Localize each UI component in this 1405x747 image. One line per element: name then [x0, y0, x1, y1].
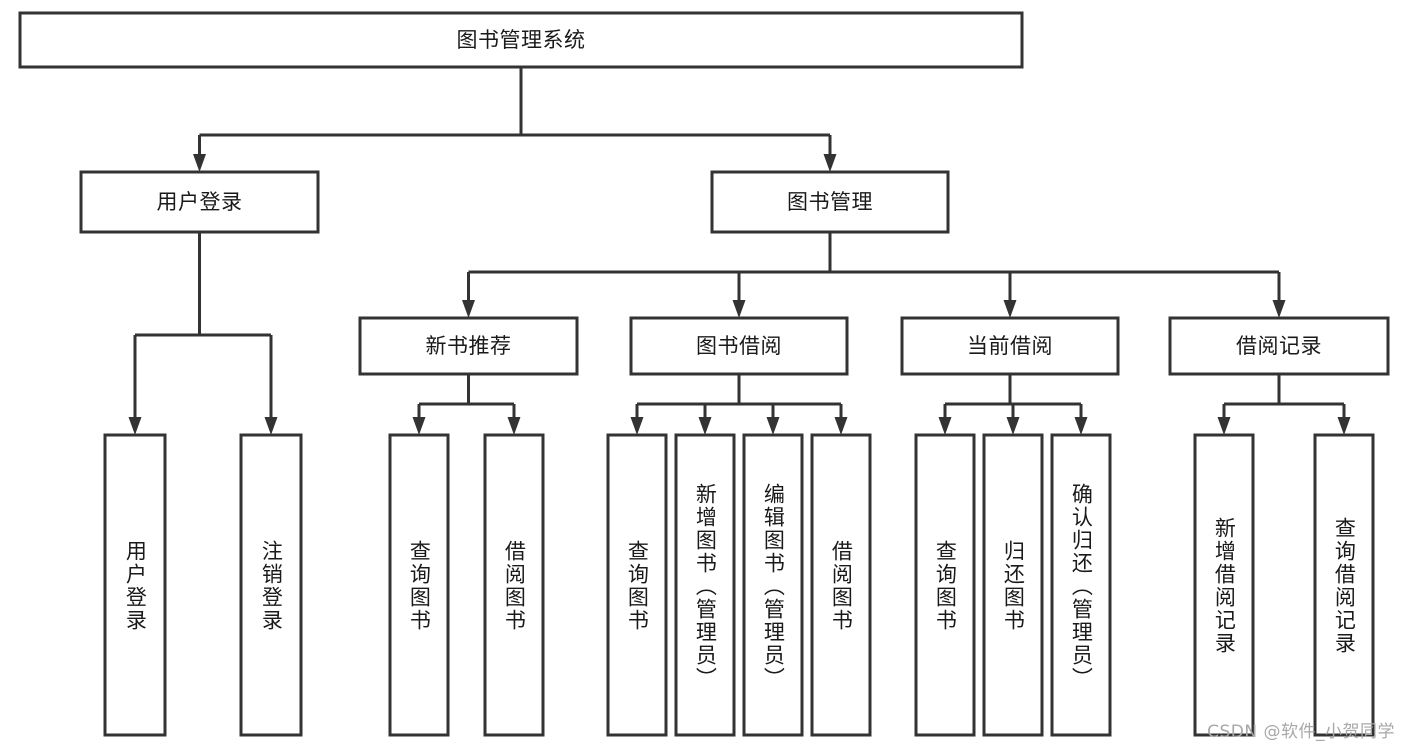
conn-user-login-arrow-0: [128, 417, 142, 435]
conn-new-book-recommend-arrow-0: [412, 417, 426, 435]
conn-borrow-record-arrow-1: [1337, 417, 1351, 435]
conn-book-manage-arrow-1: [732, 300, 746, 318]
node-box-root[interactable]: [18, 11, 1024, 69]
conn-book-manage-arrow-0: [462, 300, 475, 318]
leaf-box-leaf-confirm-return[interactable]: [1050, 433, 1112, 737]
node-box-borrow-record[interactable]: [1168, 316, 1390, 376]
conn-book-manage-arrow-2: [1003, 300, 1017, 318]
conn-book-borrow-arrow-2: [766, 417, 780, 435]
node-label-borrow-record: 借阅记录: [1236, 334, 1322, 358]
conn-root-arrow-1: [823, 154, 837, 172]
node-label-book-borrow: 图书借阅: [696, 334, 782, 358]
conn-book-borrow-arrow-0: [630, 417, 644, 435]
leaf-box-leaf-edit-book[interactable]: [742, 433, 804, 737]
node-box-user-login[interactable]: [79, 170, 320, 234]
node-label-current-borrow: 当前借阅: [967, 334, 1053, 358]
conn-book-borrow-arrow-3: [834, 417, 848, 435]
leaf-box-leaf-user-login[interactable]: [103, 433, 167, 737]
conn-new-book-recommend-arrow-1: [507, 417, 521, 435]
conn-current-borrow-arrow-0: [938, 417, 952, 435]
watermark-text: CSDN @软件_小贺同学: [1207, 722, 1395, 742]
leaf-box-leaf-borrow-book-1[interactable]: [483, 433, 545, 737]
conn-root-arrow-0: [193, 154, 206, 172]
node-box-book-borrow[interactable]: [629, 316, 849, 376]
node-label-book-manage: 图书管理: [787, 190, 873, 214]
node-label-user-login: 用户登录: [157, 190, 243, 214]
leaf-box-leaf-query-book-2[interactable]: [606, 433, 668, 737]
node-box-current-borrow[interactable]: [900, 316, 1120, 376]
node-label-new-book-recommend: 新书推荐: [426, 334, 512, 358]
conn-book-borrow-arrow-1: [698, 417, 712, 435]
conn-user-login-arrow-1: [264, 417, 278, 435]
node-label-root: 图书管理系统: [457, 28, 586, 52]
leaf-box-leaf-add-book[interactable]: [674, 433, 736, 737]
leaf-box-leaf-query-book-3[interactable]: [914, 433, 976, 737]
leaf-box-leaf-borrow-book-2[interactable]: [810, 433, 872, 737]
conn-borrow-record-arrow-0: [1217, 417, 1231, 435]
conn-book-manage-arrow-3: [1272, 300, 1286, 318]
node-box-new-book-recommend[interactable]: [358, 316, 579, 376]
leaf-box-leaf-add-record[interactable]: [1193, 433, 1255, 737]
connectors-layer: [128, 67, 1351, 435]
conn-current-borrow-arrow-2: [1074, 417, 1088, 435]
boxes-layer: [18, 11, 1390, 737]
leaf-box-leaf-query-book-1[interactable]: [388, 433, 450, 737]
leaf-box-leaf-query-record[interactable]: [1313, 433, 1375, 737]
node-box-book-manage[interactable]: [710, 170, 950, 234]
conn-current-borrow-arrow-1: [1006, 417, 1020, 435]
leaf-box-leaf-user-logout[interactable]: [239, 433, 303, 737]
leaf-box-leaf-return-book[interactable]: [982, 433, 1044, 737]
